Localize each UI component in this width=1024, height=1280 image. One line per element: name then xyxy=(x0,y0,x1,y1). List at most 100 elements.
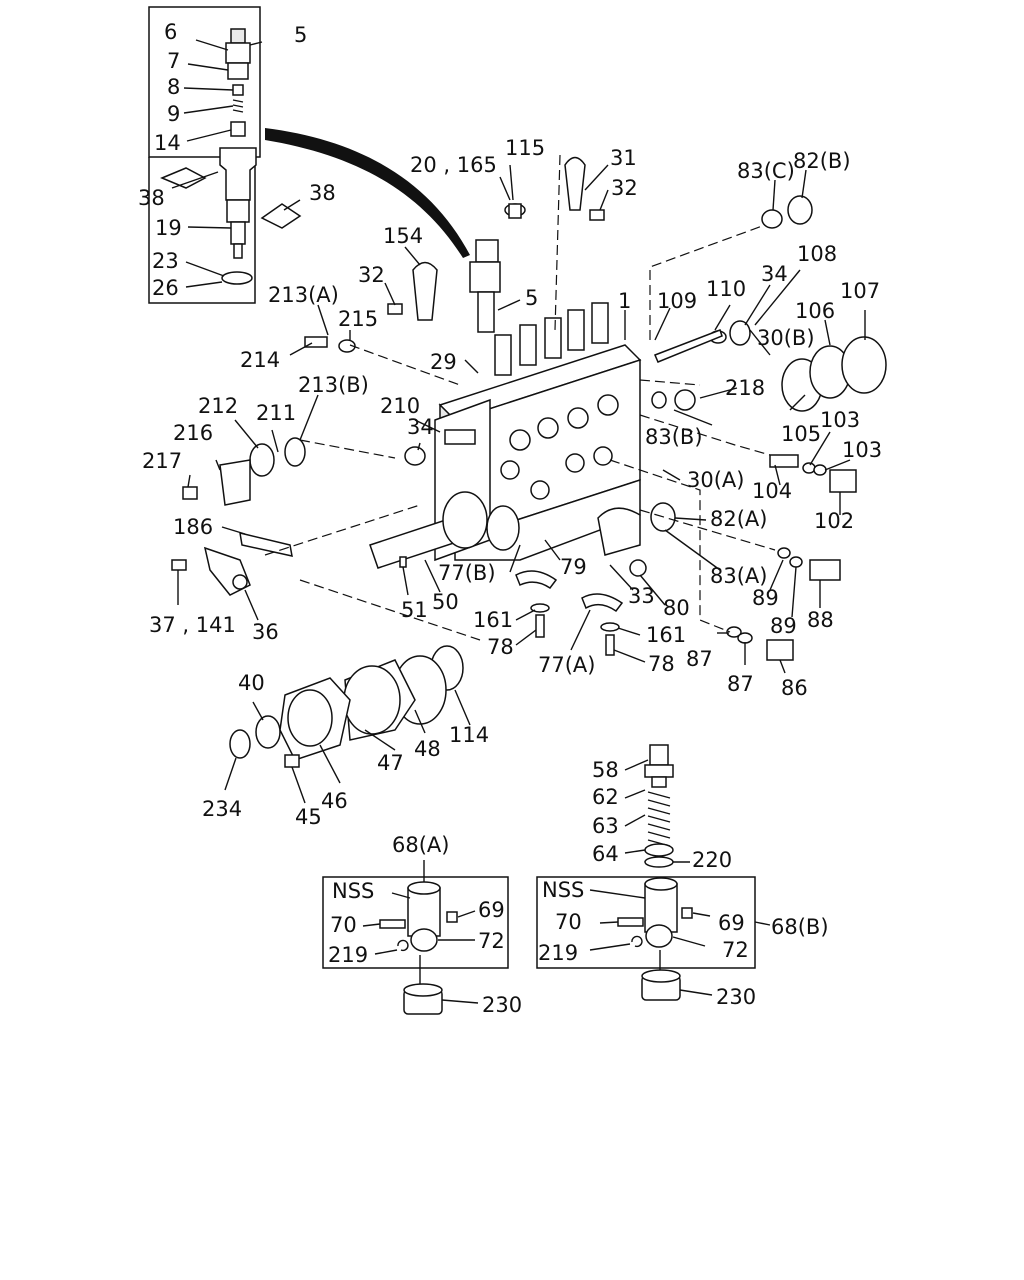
callout-80: 80 xyxy=(663,596,690,620)
callout-19: 19 xyxy=(155,216,182,240)
callout-230: 230 xyxy=(716,985,756,1009)
callout-68b: 68(B) xyxy=(771,915,829,939)
callout-83c: 83(C) xyxy=(737,159,795,183)
callout-89: 89 xyxy=(770,614,797,638)
callout-58: 58 xyxy=(592,758,619,782)
callout-20-165: 20 , 165 xyxy=(410,153,497,177)
callout-114: 114 xyxy=(449,723,489,747)
nss-label: NSS xyxy=(332,879,374,903)
callout-211: 211 xyxy=(256,401,296,425)
callout-88: 88 xyxy=(807,608,834,632)
callout-62: 62 xyxy=(592,785,619,809)
callout-161: 161 xyxy=(473,608,513,632)
inset-leaders xyxy=(171,39,301,288)
callout-5: 5 xyxy=(525,286,538,310)
callout-30b: 30(B) xyxy=(757,326,815,350)
right-side-parts xyxy=(650,195,887,661)
callout-213b: 213(B) xyxy=(298,373,369,397)
governor-parts xyxy=(182,336,476,506)
callout-212: 212 xyxy=(198,394,238,418)
callout-72: 72 xyxy=(478,929,505,953)
callout-109: 109 xyxy=(657,289,697,313)
callout-77a: 77(A) xyxy=(538,653,595,677)
callout-210: 210 xyxy=(380,394,420,418)
callout-37-141: 37 , 141 xyxy=(149,613,236,637)
callout-106: 106 xyxy=(795,299,835,323)
callout-69: 69 xyxy=(478,898,505,922)
box-68b xyxy=(536,876,756,1001)
callout-220: 220 xyxy=(692,848,732,872)
callout-214: 214 xyxy=(240,348,280,372)
callout-217: 217 xyxy=(142,449,182,473)
callout-72: 72 xyxy=(722,938,749,962)
delivery-valve-inset xyxy=(148,6,302,304)
callout-labels: 6 7 8 9 14 5 38 38 19 23 26 20 , 165 115… xyxy=(138,20,882,1017)
callout-36: 36 xyxy=(252,620,279,644)
callout-68a: 68(A) xyxy=(392,833,449,857)
callout-30a: 30(A) xyxy=(687,468,744,492)
callout-215: 215 xyxy=(338,307,378,331)
callout-234: 234 xyxy=(202,797,242,821)
callout-104: 104 xyxy=(752,479,792,503)
callout-218: 218 xyxy=(725,376,765,400)
plunger-assembly xyxy=(644,744,674,868)
callout-70: 70 xyxy=(555,910,582,934)
callout-5: 5 xyxy=(294,23,307,47)
callout-9: 9 xyxy=(167,102,180,126)
assembly-arrow xyxy=(265,128,470,258)
callout-51: 51 xyxy=(401,598,428,622)
callout-186: 186 xyxy=(173,515,213,539)
callout-34: 34 xyxy=(761,262,788,286)
callout-86: 86 xyxy=(781,676,808,700)
callout-82a: 82(A) xyxy=(710,507,767,531)
camshaft-assembly xyxy=(171,491,647,768)
callout-38: 38 xyxy=(138,186,165,210)
callout-83a: 83(A) xyxy=(710,564,767,588)
callout-32: 32 xyxy=(611,176,638,200)
callout-89: 89 xyxy=(752,586,779,610)
callout-69: 69 xyxy=(718,911,745,935)
callout-45: 45 xyxy=(295,805,322,829)
pump-body xyxy=(387,156,642,562)
callout-77b: 77(B) xyxy=(438,561,496,585)
callout-29: 29 xyxy=(430,350,457,374)
callout-102: 102 xyxy=(814,509,854,533)
callout-213a: 213(A) xyxy=(268,283,339,307)
callout-14: 14 xyxy=(154,131,181,155)
callout-154: 154 xyxy=(383,224,423,248)
callout-7: 7 xyxy=(167,49,180,73)
callout-219: 219 xyxy=(328,943,368,967)
callout-63: 63 xyxy=(592,814,619,838)
callout-33: 33 xyxy=(628,584,655,608)
callout-79: 79 xyxy=(560,555,587,579)
callout-216: 216 xyxy=(173,421,213,445)
callout-1: 1 xyxy=(618,289,631,313)
nss-label: NSS xyxy=(542,878,584,902)
callout-40: 40 xyxy=(238,671,265,695)
callout-87: 87 xyxy=(727,672,754,696)
callout-31: 31 xyxy=(610,146,637,170)
callout-26: 26 xyxy=(152,276,179,300)
callout-107: 107 xyxy=(840,279,880,303)
callout-108: 108 xyxy=(797,242,837,266)
callout-219: 219 xyxy=(538,941,578,965)
callout-23: 23 xyxy=(152,249,179,273)
callout-64: 64 xyxy=(592,842,619,866)
callout-47: 47 xyxy=(377,751,404,775)
callout-38: 38 xyxy=(309,181,336,205)
callout-50: 50 xyxy=(432,590,459,614)
callout-48: 48 xyxy=(414,737,441,761)
callout-82b: 82(B) xyxy=(793,149,851,173)
callout-78: 78 xyxy=(648,652,675,676)
callout-70: 70 xyxy=(330,913,357,937)
callout-105: 105 xyxy=(781,422,821,446)
leader-lines xyxy=(177,164,866,1004)
callout-34: 34 xyxy=(407,415,434,439)
callout-115: 115 xyxy=(505,136,545,160)
callout-103: 103 xyxy=(820,408,860,432)
callout-6: 6 xyxy=(164,20,177,44)
callout-110: 110 xyxy=(706,277,746,301)
callout-161: 161 xyxy=(646,623,686,647)
callout-46: 46 xyxy=(321,789,348,813)
